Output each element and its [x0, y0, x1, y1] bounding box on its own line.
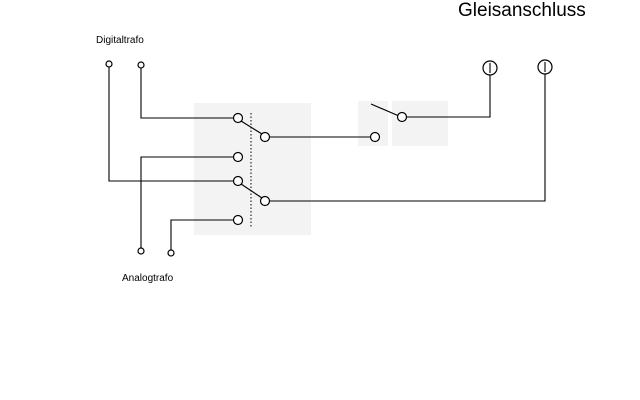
- terminals: [105, 59, 553, 257]
- digital-terminal-1: [105, 60, 113, 68]
- switch-contact-b: [232, 151, 244, 163]
- wire-digital-1-to-contact-c: [108, 67, 235, 182]
- diagram-title: Gleisanschluss: [458, 0, 586, 21]
- analog-terminal-1: [137, 247, 145, 255]
- upper-pole-blade: [240, 120, 263, 135]
- switch-contact-c: [232, 175, 244, 187]
- switch-lower-common: [259, 195, 271, 207]
- switch-contact-a: [232, 112, 244, 124]
- digital-transformer-label: Digitaltrafo: [96, 35, 144, 46]
- digital-terminal-2: [137, 61, 145, 69]
- wire-digital-2-to-contact-a: [140, 68, 235, 119]
- wire-analog-1-to-contact-b: [140, 156, 235, 248]
- on-off-switch-output: [396, 111, 408, 123]
- analog-transformer-label: Analogtrafo: [122, 273, 174, 284]
- analog-terminal-2: [167, 249, 175, 257]
- wire-switch-to-track-1: [405, 74, 491, 118]
- switch-contact-d: [232, 214, 244, 226]
- lower-pole-blade: [240, 183, 263, 199]
- switch-upper-common: [259, 131, 271, 143]
- wires: [108, 67, 546, 250]
- on-off-switch-panel-right: [392, 101, 448, 146]
- wire-lower-common-to-track-2: [268, 74, 546, 202]
- changeover-switch-panel: [194, 103, 311, 235]
- wire-analog-2-to-contact-d: [170, 219, 235, 250]
- on-off-switch-lever: [370, 103, 400, 117]
- on-off-switch-input: [369, 131, 381, 143]
